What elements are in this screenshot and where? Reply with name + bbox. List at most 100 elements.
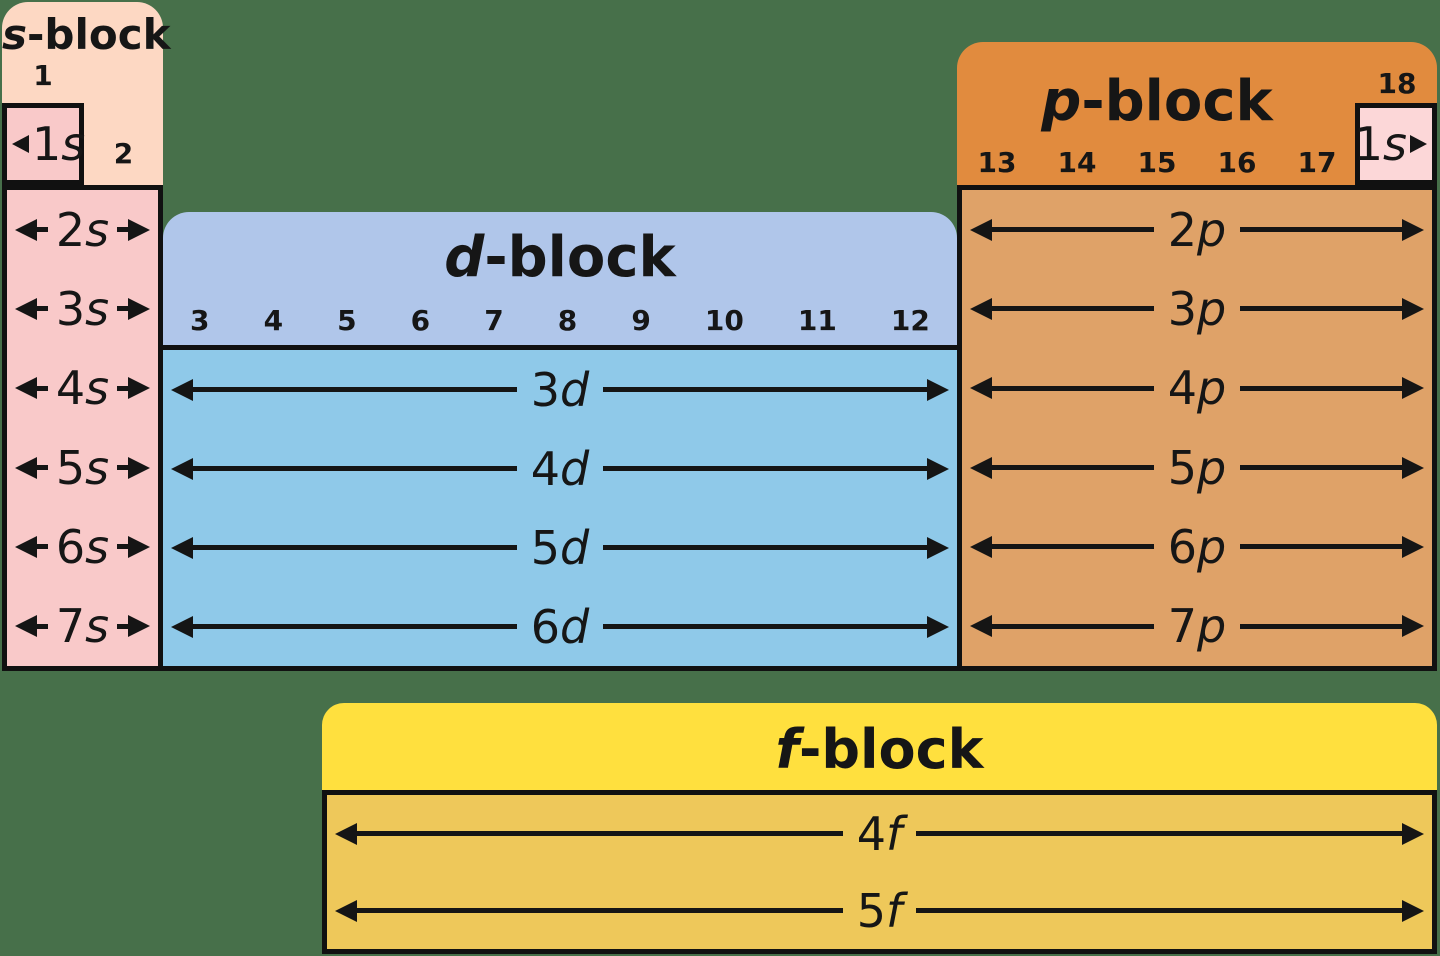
arrow-line xyxy=(603,624,928,629)
group-number-15: 15 xyxy=(1137,146,1177,179)
orbital-number: 4 xyxy=(1167,361,1198,416)
arrow-right-icon xyxy=(1402,822,1425,845)
orbital-row-6s: 6s xyxy=(7,507,158,586)
group-number-17: 17 xyxy=(1297,146,1337,179)
orbital-row-5f: 5f xyxy=(327,872,1432,949)
orbital-row-4f: 4f xyxy=(327,795,1432,872)
orbital-label: 2p xyxy=(1168,207,1226,253)
arrow-left-icon xyxy=(15,456,37,479)
arrow-left-icon xyxy=(335,899,357,922)
orbital-letter: s xyxy=(85,519,110,574)
orbital-label: 3d xyxy=(531,367,589,413)
arrow-line xyxy=(37,465,48,471)
arrow-right-icon xyxy=(128,615,150,638)
arrow-left-icon xyxy=(970,535,992,558)
arrow-left-icon xyxy=(970,615,992,638)
orbital-number: 5 xyxy=(1167,440,1198,495)
arrow-left-icon xyxy=(335,822,357,845)
orbital-letter: f xyxy=(886,806,903,861)
orbital-number: 1 xyxy=(32,117,62,171)
orbital-letter: s xyxy=(85,440,110,495)
s-block-title: s-block xyxy=(2,14,171,56)
arrow-right-icon xyxy=(128,456,150,479)
orbital-letter: f xyxy=(886,883,903,938)
s-block-title-rest: -block xyxy=(27,10,171,59)
arrow-line xyxy=(37,623,48,629)
arrow-left-icon xyxy=(15,615,37,638)
orbital-label: 4s xyxy=(56,365,109,411)
orbital-label: 6p xyxy=(1168,524,1226,570)
group-number-18: 18 xyxy=(1377,67,1417,100)
arrow-right-icon xyxy=(1402,456,1425,479)
arrow-left-icon xyxy=(970,456,992,479)
orbital-row-7p: 7p xyxy=(962,587,1432,666)
orbital-letter: p xyxy=(1197,599,1227,654)
orbital-letter: d xyxy=(560,362,590,417)
arrow-line xyxy=(37,227,48,233)
orbital-number: 3 xyxy=(1167,281,1198,336)
orbital-label: 5f xyxy=(857,888,902,934)
orbital-label: 4p xyxy=(1168,365,1226,411)
orbital-number: 2 xyxy=(55,202,86,257)
orbital-number: 4 xyxy=(530,441,561,496)
arrow-right-icon xyxy=(927,536,950,559)
orbital-row-4d: 4d xyxy=(163,429,957,508)
arrow-left-icon xyxy=(12,135,29,153)
orbital-label: 3s xyxy=(56,286,109,332)
orbital-letter: s xyxy=(85,599,110,654)
orbital-label-1s: 1s xyxy=(1354,121,1407,167)
orbital-number: 6 xyxy=(1167,519,1198,574)
orbital-letter: p xyxy=(1197,202,1227,257)
arrow-right-icon xyxy=(128,297,150,320)
orbital-label: 4f xyxy=(857,811,902,857)
f-block-title-letter: f xyxy=(775,718,799,781)
s-block-body: 2s 3s 4s 5s 6s 7s xyxy=(2,185,163,671)
orbital-row-4s: 4s xyxy=(7,349,158,428)
arrow-right-icon xyxy=(1402,297,1425,320)
group-number-14: 14 xyxy=(1057,146,1097,179)
orbital-number: 7 xyxy=(1167,599,1198,654)
arrow-right-icon xyxy=(1402,218,1425,241)
orbital-label: 6s xyxy=(56,524,109,570)
group-number-2: 2 xyxy=(113,137,134,170)
arrow-line xyxy=(357,831,843,836)
arrow-line xyxy=(117,544,128,550)
arrow-line xyxy=(193,545,517,550)
orbital-number: 5 xyxy=(530,520,561,575)
orbital-letter: s xyxy=(85,281,110,336)
arrow-left-icon xyxy=(171,378,193,401)
arrow-line xyxy=(992,227,1154,233)
arrow-right-icon xyxy=(128,218,150,241)
orbital-row-7s: 7s xyxy=(7,587,158,666)
orbital-number: 4 xyxy=(55,361,86,416)
group-number-4: 4 xyxy=(263,304,284,337)
orbital-letter: p xyxy=(1197,440,1227,495)
arrow-line xyxy=(37,544,48,550)
arrow-line xyxy=(117,306,128,312)
arrow-right-icon xyxy=(1402,899,1425,922)
arrow-line xyxy=(1240,385,1403,391)
arrow-right-icon xyxy=(128,377,150,400)
orbital-number: 5 xyxy=(55,440,86,495)
arrow-right-icon xyxy=(927,615,950,638)
orbital-label: 5p xyxy=(1168,445,1226,491)
orbital-label: 3p xyxy=(1168,286,1226,332)
arrow-right-icon xyxy=(1410,135,1427,153)
orbital-label: 2s xyxy=(56,207,109,253)
arrow-line xyxy=(193,624,517,629)
p-block-title: p-block xyxy=(957,74,1357,130)
orbital-row-2s: 2s xyxy=(7,190,158,269)
orbital-number: 3 xyxy=(530,362,561,417)
group-number-10: 10 xyxy=(704,304,744,337)
arrow-left-icon xyxy=(15,297,37,320)
arrow-line xyxy=(117,227,128,233)
orbital-letter: p xyxy=(1197,281,1227,336)
arrow-left-icon xyxy=(15,218,37,241)
d-block-body: 3d 4d 5d 6d xyxy=(163,345,957,671)
group-number-13: 13 xyxy=(977,146,1017,179)
arrow-left-icon xyxy=(15,535,37,558)
orbital-label-1s: 1s xyxy=(32,121,85,167)
arrow-line xyxy=(992,544,1154,550)
arrow-line xyxy=(37,385,48,391)
